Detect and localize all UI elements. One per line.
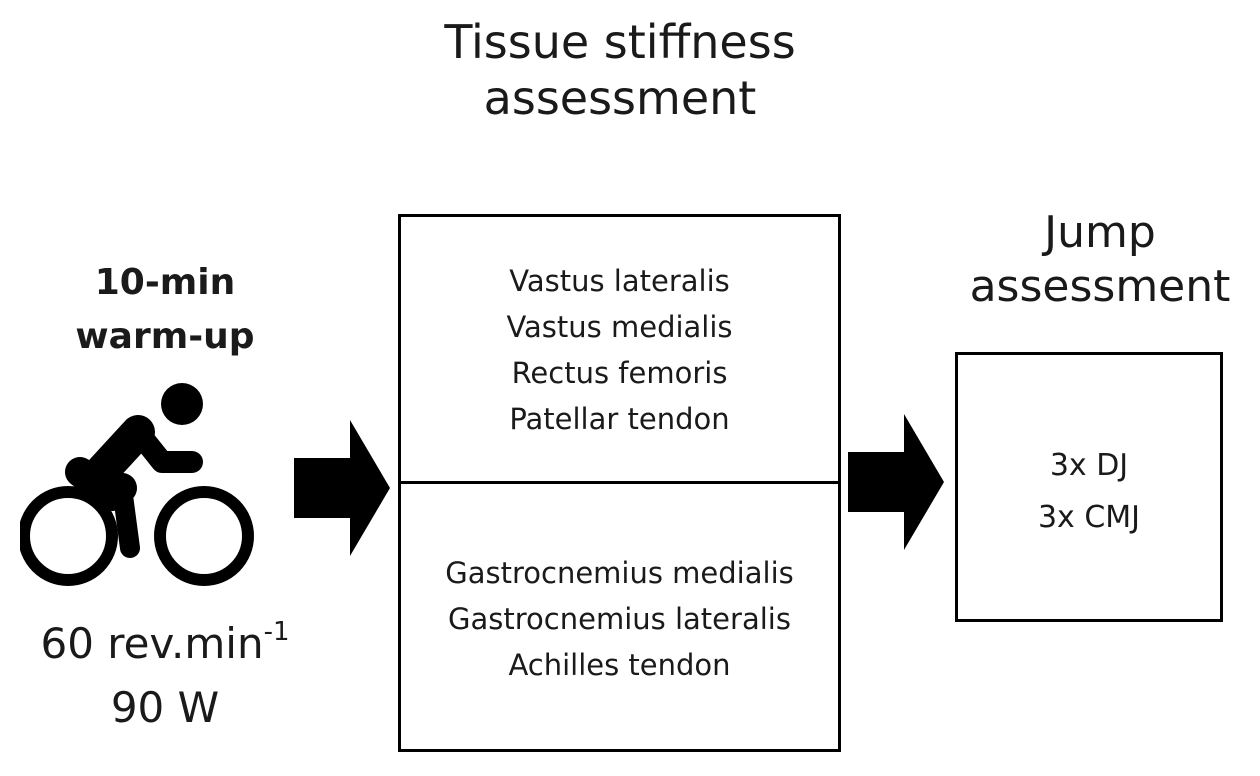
cadence-text: 60 rev.min-1 — [10, 612, 320, 676]
jump-tests-list: 3x DJ 3x CMJ — [958, 440, 1220, 544]
front-wheel — [154, 486, 254, 586]
cadence-exponent: -1 — [263, 617, 290, 647]
calf-structures-list: Gastrocnemius medialis Gastrocnemius lat… — [401, 550, 838, 688]
cyclist-icon — [20, 383, 254, 586]
list-item: Vastus lateralis — [509, 264, 730, 298]
list-item: Achilles tendon — [508, 648, 731, 682]
list-item: Gastrocnemius lateralis — [448, 602, 791, 636]
tissue-title-line1: Tissue stiffness — [444, 15, 796, 69]
list-item: Patellar tendon — [509, 402, 730, 436]
jump-assessment-box — [955, 352, 1223, 622]
jump-title-line1: Jump — [1044, 207, 1156, 258]
rear-wheel — [20, 486, 118, 586]
list-item: 3x DJ — [1049, 448, 1129, 483]
list-item: Rectus femoris — [511, 356, 728, 390]
arrow-right-icon — [294, 420, 390, 556]
jump-assessment-title: Jump assessment — [950, 206, 1250, 313]
arrow-right-icon — [848, 414, 944, 550]
cyclist-head — [161, 383, 203, 425]
tissue-title-line2: assessment — [483, 71, 757, 126]
warmup-title-line2: warm-up — [75, 316, 255, 357]
list-item: Vastus medialis — [506, 310, 733, 344]
power-text: 90 W — [110, 683, 220, 732]
tissue-stiffness-title: Tissue stiffness assessment — [370, 14, 870, 126]
thigh-structures-list: Vastus lateralis Vastus medialis Rectus … — [401, 258, 838, 442]
list-item: Gastrocnemius medialis — [445, 556, 794, 590]
list-item: 3x CMJ — [1037, 500, 1141, 535]
warmup-title-line1: 10-min — [94, 262, 236, 303]
cadence-value: 60 rev.min — [40, 619, 264, 668]
jump-title-line2: assessment — [969, 260, 1231, 312]
warmup-title: 10-min warm-up — [20, 256, 310, 364]
tissue-box-divider — [398, 481, 841, 484]
warmup-parameters: 60 rev.min-1 90 W — [10, 612, 320, 740]
